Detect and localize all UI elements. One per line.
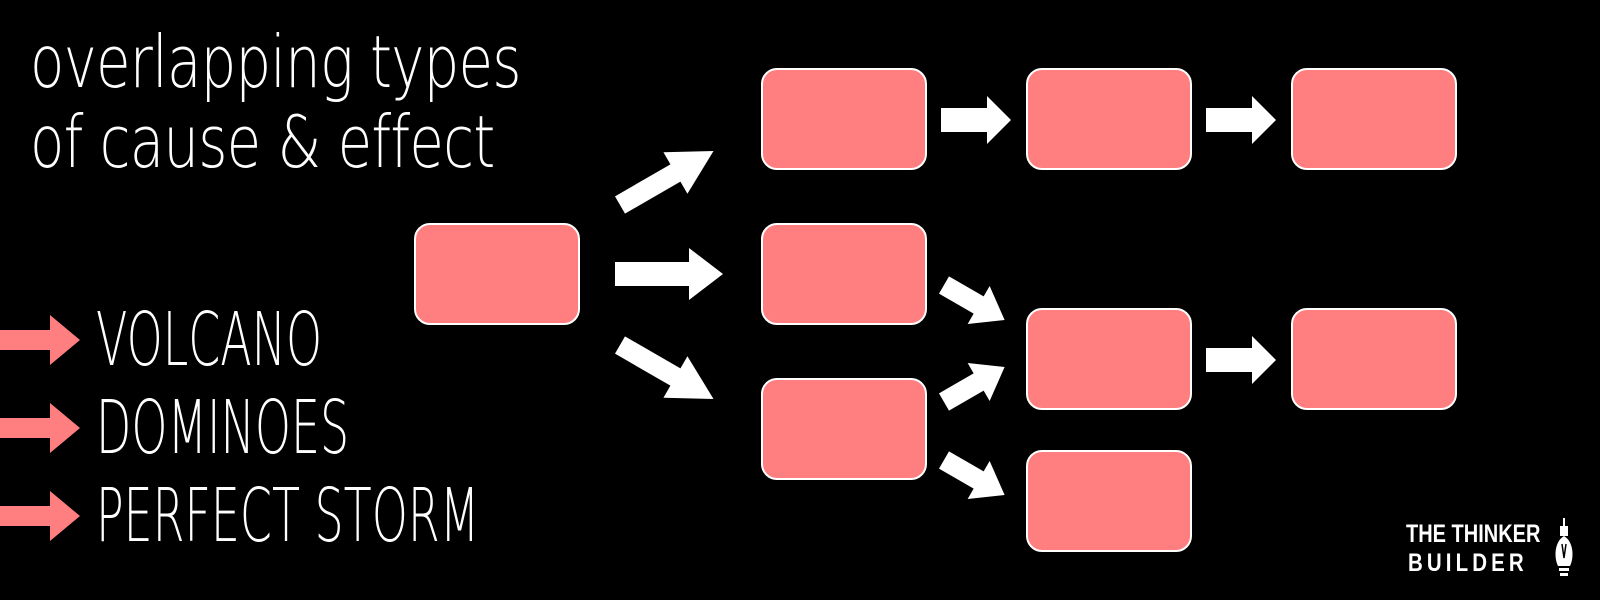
brand-logo: THE THINKER BUILDER xyxy=(1406,518,1576,580)
storm-convergence-box xyxy=(1026,308,1192,410)
arrow-icon xyxy=(939,276,1005,325)
logo-line-2: BUILDER xyxy=(1408,549,1528,577)
arrow-icon xyxy=(939,451,1005,500)
arrow-icon xyxy=(1206,96,1276,144)
type-item-volcano: Volcano xyxy=(0,296,600,384)
arrow-icon xyxy=(939,362,1005,411)
arrow-icon xyxy=(615,248,723,300)
type-label: Perfect Storm xyxy=(96,473,480,559)
domino-box-2 xyxy=(1026,68,1192,170)
right-arrow-icon xyxy=(0,491,80,541)
right-arrow-icon xyxy=(0,315,80,365)
logo-line-1: THE THINKER xyxy=(1406,520,1541,548)
type-label: Volcano xyxy=(96,297,323,383)
branch-effect-box xyxy=(1026,450,1192,552)
types-list: Volcano Dominoes Perfect Storm xyxy=(0,296,600,560)
right-arrow-icon xyxy=(0,403,80,453)
arrow-icon xyxy=(941,96,1011,144)
root-cause-box xyxy=(414,223,580,325)
type-item-perfect-storm: Perfect Storm xyxy=(0,472,600,560)
domino-box-3 xyxy=(1291,68,1457,170)
title-line-1: Overlapping Types xyxy=(30,20,522,104)
title-line-2: of Cause & Effect xyxy=(30,100,495,184)
lightbulb-icon xyxy=(1555,518,1573,576)
type-label: Dominoes xyxy=(96,385,350,471)
type-item-dominoes: Dominoes xyxy=(0,384,600,472)
storm-result-box xyxy=(1291,308,1457,410)
arrow-icon xyxy=(615,151,714,214)
arrow-icon xyxy=(615,336,714,399)
effect-box-middle xyxy=(761,223,927,325)
effect-box-top xyxy=(761,68,927,170)
slide-title: Overlapping Types of Cause & Effect xyxy=(30,20,522,184)
arrow-icon xyxy=(1206,336,1276,384)
effect-box-bottom xyxy=(761,378,927,480)
